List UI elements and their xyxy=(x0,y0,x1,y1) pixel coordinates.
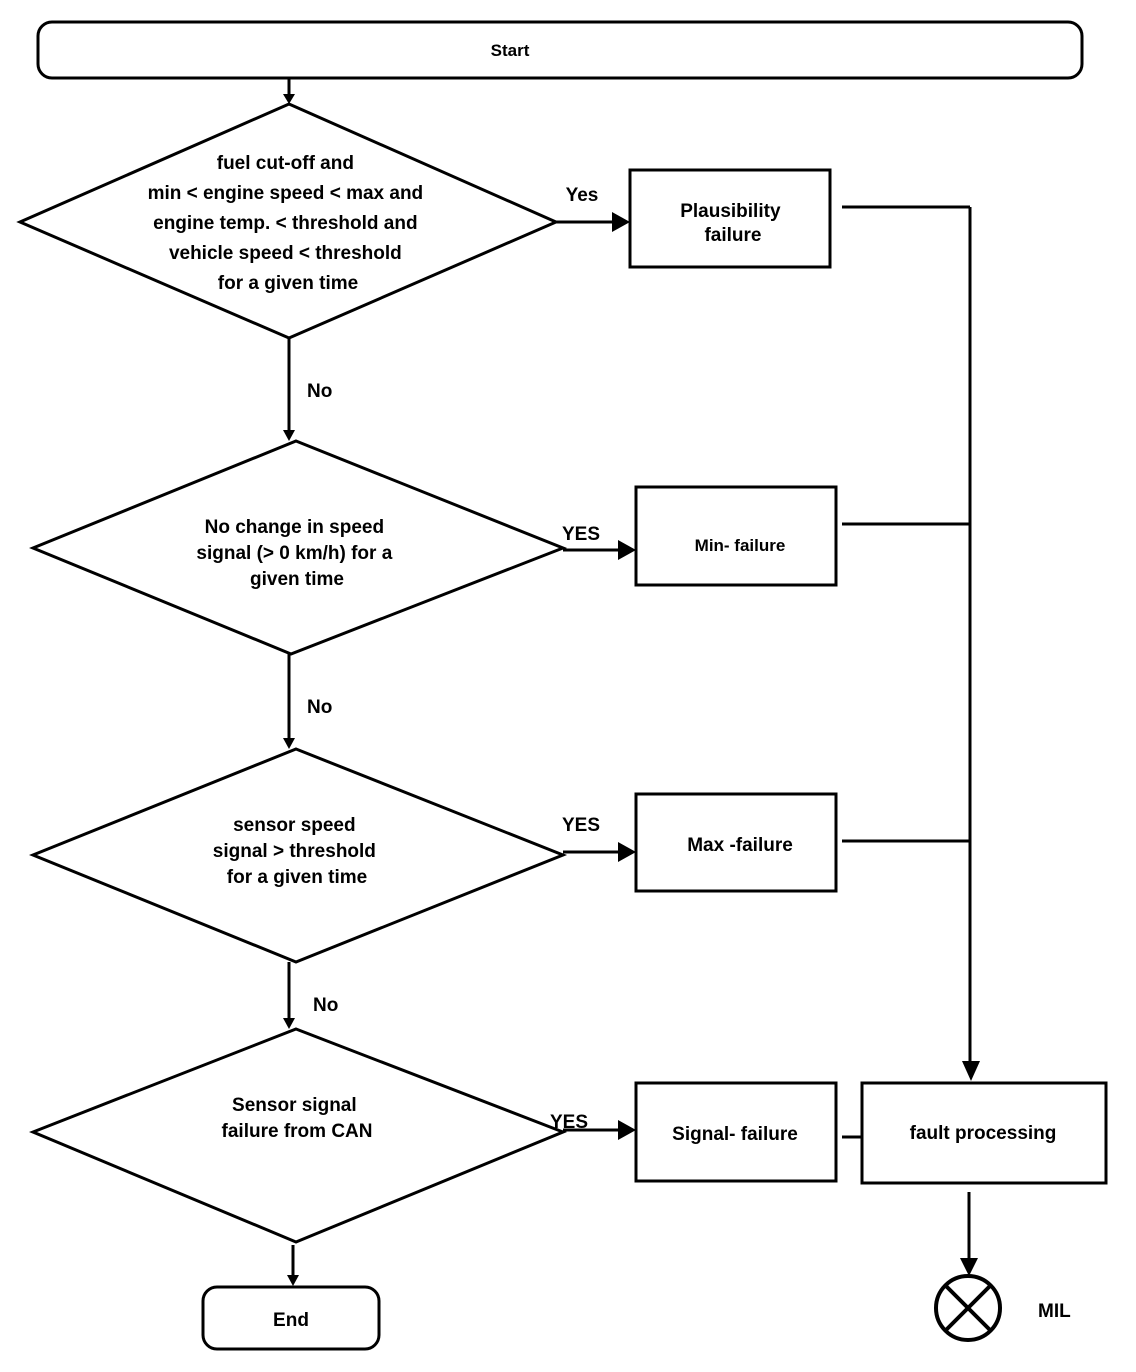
min-failure-text: Min- failure xyxy=(695,536,786,555)
decision-1-yes-label: Yes xyxy=(566,185,599,206)
max-failure-text: Max -failure xyxy=(687,835,793,856)
arrowhead xyxy=(283,94,295,104)
arrowhead xyxy=(283,738,295,749)
decision-4-yes-label: YES xyxy=(550,1112,588,1133)
decision-2-yes-label: YES xyxy=(562,524,600,545)
arrowhead xyxy=(962,1061,980,1081)
max-failure-box xyxy=(634,792,838,893)
arrowhead xyxy=(618,842,636,862)
min-failure-box xyxy=(634,485,838,587)
mil-lamp-icon xyxy=(934,1274,1002,1342)
decision-4-text: Sensor signal failure from CAN xyxy=(222,1095,373,1142)
signal-failure-text: Signal- failure xyxy=(672,1124,798,1145)
mil-label: MIL xyxy=(1038,1301,1071,1322)
arrowhead xyxy=(283,430,295,441)
plausibility-failure-box xyxy=(628,168,832,269)
decision-2-text: No change in speed signal (> 0 km/h) for… xyxy=(196,517,397,590)
arrowhead xyxy=(287,1275,299,1286)
arrowhead xyxy=(618,540,636,560)
arrowhead xyxy=(612,212,630,232)
decision-2-no-label: No xyxy=(307,697,332,718)
start-terminator xyxy=(36,20,1084,80)
decision-3-text: sensor speed signal > threshold for a gi… xyxy=(213,815,381,888)
arrowhead xyxy=(960,1258,978,1276)
decision-3-yes-label: YES xyxy=(562,815,600,836)
plausibility-failure-text: Plausibility failure xyxy=(680,201,786,246)
end-terminator xyxy=(201,1285,381,1351)
decision-3-no-label: No xyxy=(313,995,338,1016)
decision-3-diamond xyxy=(29,747,568,964)
decision-1-no-label: No xyxy=(307,381,332,402)
arrowhead xyxy=(618,1120,636,1140)
fault-processing-box xyxy=(860,1081,1108,1185)
decision-4-diamond xyxy=(29,1027,568,1244)
arrowhead xyxy=(283,1018,295,1029)
decision-2-diamond xyxy=(29,439,568,656)
end-label: End xyxy=(273,1310,309,1331)
fault-processing-text: fault processing xyxy=(910,1123,1057,1144)
start-label: Start xyxy=(491,41,530,60)
decision-1-text: fuel cut-off and min < engine speed < ma… xyxy=(148,153,429,294)
signal-failure-box xyxy=(634,1081,838,1183)
